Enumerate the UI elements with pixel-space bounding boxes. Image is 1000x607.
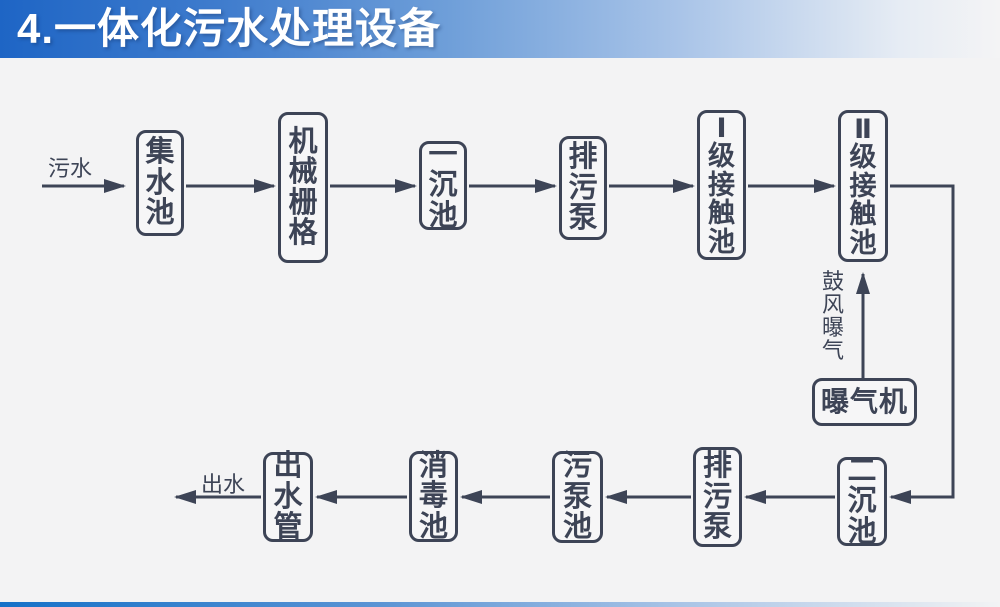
footer-accent-bar (0, 602, 1000, 607)
node-aerator: 曝气机 (812, 378, 917, 426)
node-primary-sedimentation-tank: 一沉池 (419, 139, 467, 231)
page-title: 4.一体化污水处理设备 (17, 5, 442, 52)
node-sludge-pump-tank: 污泵池 (552, 451, 603, 543)
node-secondary-sedimentation-tank: 二沉池 (837, 455, 887, 547)
node-disinfection-tank: 消毒池 (409, 450, 458, 542)
flow-arrows (42, 179, 955, 504)
node-mechanical-screen: 机械栅格 (278, 112, 328, 263)
aeration-label: 鼓风曝气 (822, 269, 845, 363)
node-collect-tank: 集水池 (136, 130, 184, 236)
arrow-stage2-to-secondary (889, 184, 955, 504)
node-sewage-pump-bottom: 排污泵 (693, 447, 742, 547)
outflow-label: 出水 (201, 472, 246, 497)
title-bar: 4.一体化污水处理设备 (0, 0, 1000, 58)
node-sewage-pump-top: 排污泵 (559, 136, 607, 240)
inflow-label: 污水 (48, 156, 93, 181)
node-outlet-pipe: 出水管 (263, 451, 313, 543)
